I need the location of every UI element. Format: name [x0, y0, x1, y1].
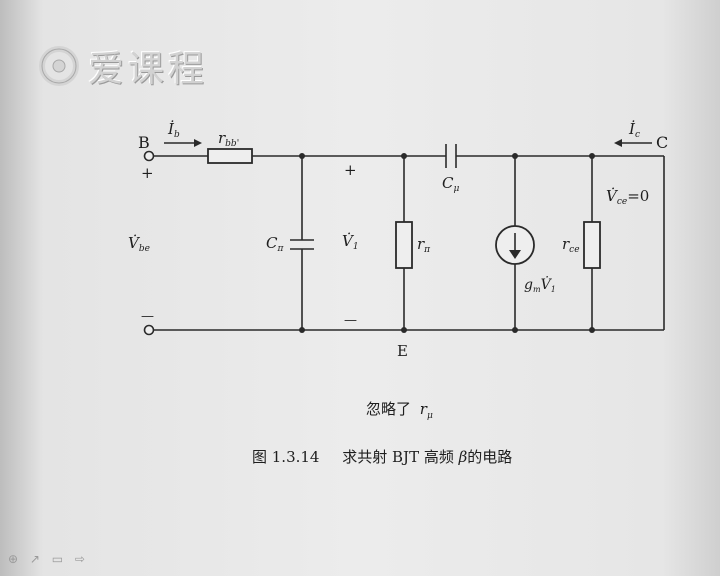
label-v1: V̇1: [342, 232, 359, 252]
figure-title-beta: β: [458, 448, 468, 466]
label-node-b: B: [138, 133, 150, 152]
resistor-rpi: [395, 221, 413, 269]
label-vbe: V̇be: [128, 234, 150, 254]
label-rce: rce: [562, 235, 580, 255]
figure-title-suffix: 的电路: [467, 448, 513, 466]
junction-dot: [589, 153, 595, 159]
label-minus-left: —: [141, 309, 154, 324]
junction-dot: [512, 153, 518, 159]
label-cmu: Cμ: [442, 174, 459, 194]
aicourse-logo-icon: [39, 46, 79, 86]
label-minus-mid: —: [344, 313, 357, 328]
player-controls[interactable]: ⊕ ↗ ▭ ⇨: [8, 552, 89, 566]
junction-dot: [589, 327, 595, 333]
resistor-rbb: [207, 148, 253, 164]
junction-dot: [299, 153, 305, 159]
label-vce-zero: V̇ce=0: [606, 187, 649, 207]
label-node-c: C: [656, 133, 668, 152]
arrow-ic-head: [614, 139, 622, 147]
label-plus-mid: +: [344, 161, 357, 179]
label-rbb: rbb': [218, 129, 239, 149]
arrow-ib-head: [194, 139, 202, 147]
current-source-arrow-head: [509, 250, 521, 259]
terminal-e-left: [143, 324, 155, 336]
caption-note-text: 忽略了: [366, 400, 412, 418]
label-ib: İb: [167, 120, 180, 140]
terminal-b: [143, 150, 155, 162]
label-plus-left: +: [141, 164, 154, 182]
label-node-e: E: [397, 342, 408, 360]
label-cpi: Cπ: [266, 234, 284, 254]
resistor-rce: [583, 221, 601, 269]
junction-dot: [299, 327, 305, 333]
label-rpi: rπ: [417, 235, 431, 255]
watermark-text: 爱课程: [88, 49, 209, 90]
junction-dot: [401, 327, 407, 333]
caption-note: 忽略了 rμ: [366, 398, 433, 421]
figure-caption: 图 1.3.14 求共射 BJT 高频 β的电路: [252, 446, 512, 467]
caption-note-symbol: rμ: [419, 400, 433, 421]
figure-title: 求共射 BJT 高频: [342, 448, 454, 466]
junction-dot: [401, 153, 407, 159]
junction-dot: [512, 327, 518, 333]
label-gm-v1: gmV̇1: [524, 275, 556, 294]
label-ic: İc: [628, 120, 640, 140]
watermark-logo: 爱课程: [36, 40, 208, 92]
figure-number: 图 1.3.14: [252, 448, 320, 466]
